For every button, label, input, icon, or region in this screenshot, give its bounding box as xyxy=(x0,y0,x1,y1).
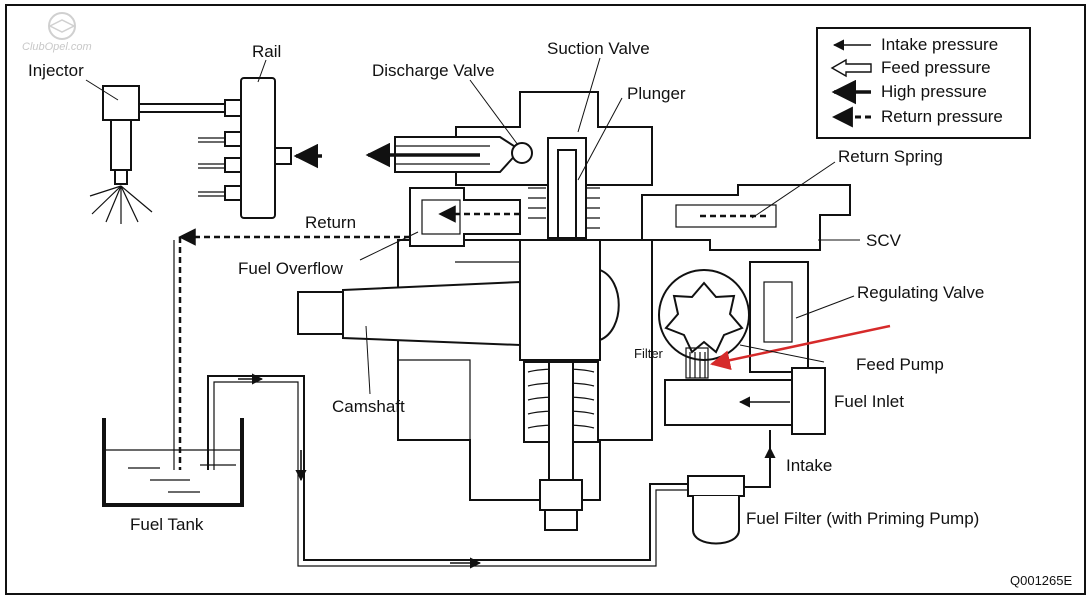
label-fuel-filter: Fuel Filter (with Priming Pump) xyxy=(746,509,979,528)
label-plunger: Plunger xyxy=(627,84,686,103)
watermark-text: ClubOpel.com xyxy=(22,41,92,53)
camshaft xyxy=(297,280,521,347)
label-camshaft: Camshaft xyxy=(332,397,405,416)
rail xyxy=(198,77,322,219)
legend-item-feed: Feed pressure xyxy=(881,58,991,77)
label-regulating-valve: Regulating Valve xyxy=(857,283,984,302)
legend-item-intake: Intake pressure xyxy=(881,35,998,54)
label-return: Return xyxy=(305,213,356,232)
feed-arrow-icon xyxy=(830,58,872,78)
legend-item-high: High pressure xyxy=(881,82,987,101)
legend: Intake pressure Feed pressure High press… xyxy=(816,27,1031,139)
discharge-valve-ball-icon xyxy=(511,142,533,164)
label-discharge-valve: Discharge Valve xyxy=(372,61,495,80)
label-fuel-overflow: Fuel Overflow xyxy=(238,259,344,278)
return-line xyxy=(173,228,410,470)
label-intake: Intake xyxy=(786,456,832,475)
label-fuel-inlet: Fuel Inlet xyxy=(834,392,904,411)
fuel-inlet xyxy=(664,367,826,435)
feed-pump xyxy=(658,269,750,379)
figure-code: Q001265E xyxy=(1010,573,1072,588)
pump-body xyxy=(297,91,653,531)
label-suction-valve: Suction Valve xyxy=(547,39,650,58)
label-filter: Filter xyxy=(634,346,664,361)
legend-item-return: Return pressure xyxy=(881,107,1003,126)
label-feed-pump: Feed Pump xyxy=(856,355,944,374)
intake-line xyxy=(207,373,776,569)
highlight-arrow xyxy=(710,324,891,371)
fuel-tank xyxy=(102,418,244,507)
label-return-spring: Return Spring xyxy=(838,147,943,166)
fuel-filter xyxy=(687,475,745,545)
injector xyxy=(89,85,225,224)
label-injector: Injector xyxy=(28,61,84,80)
label-rail: Rail xyxy=(252,42,281,61)
fuel-overflow-valve xyxy=(409,187,521,247)
frame-border xyxy=(5,4,1086,595)
scv xyxy=(641,184,851,251)
label-fuel-tank: Fuel Tank xyxy=(130,515,204,534)
leader-lines xyxy=(85,57,860,395)
watermark-logo: ClubOpel.com xyxy=(22,12,92,53)
label-scv: SCV xyxy=(866,231,902,250)
